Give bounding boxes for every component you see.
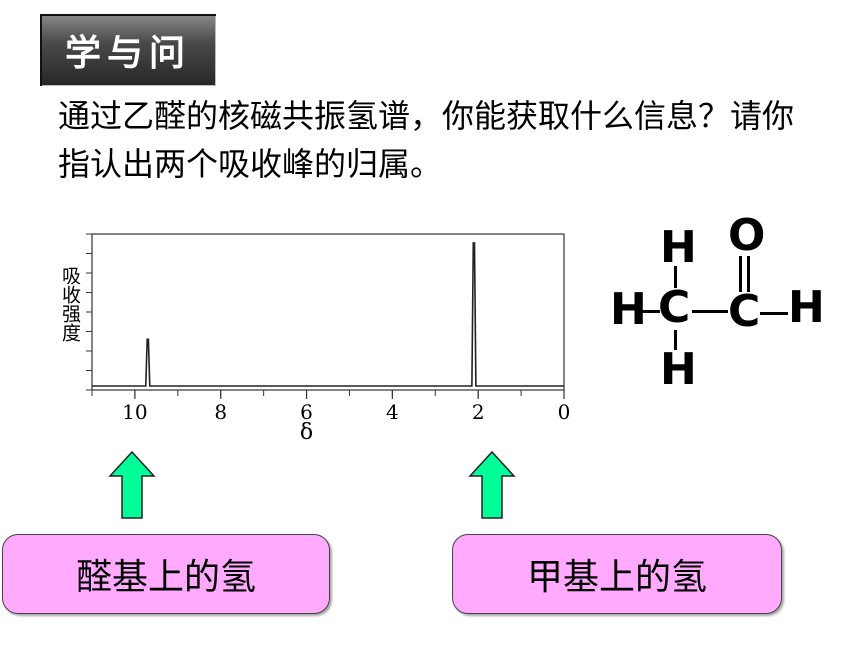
bond-c2-o-b <box>747 256 750 292</box>
atom-h-left: H <box>610 284 647 335</box>
bond-c1-h-left <box>640 310 660 313</box>
atom-h-top: H <box>660 222 697 273</box>
x-tick-label: 10 <box>122 400 147 424</box>
x-tick-label: 8 <box>214 400 227 424</box>
label-aldehyde-hydrogen: 醛基上的氢 <box>2 534 330 614</box>
spectrum-line <box>92 242 564 387</box>
nmr-spectrum-chart: 10 8 6 4 2 0 δ <box>86 233 571 445</box>
up-arrow-right-icon <box>468 450 516 519</box>
bond-c1-c2 <box>692 310 728 313</box>
badge-text: 学与问 <box>64 33 191 74</box>
question-text: 通过乙醛的核磁共振氢谱，你能获取什么信息？请你指认出两个吸收峰的归属。 <box>58 97 795 183</box>
bond-c2-h-right <box>760 312 788 315</box>
atom-h-bottom: H <box>660 344 697 395</box>
x-axis-label: δ <box>300 420 313 445</box>
plot-frame <box>91 233 565 391</box>
y-axis-label: 吸收强度 <box>59 266 81 342</box>
label-methyl-hydrogen: 甲基上的氢 <box>452 534 782 614</box>
atom-c1: C <box>658 282 691 333</box>
x-tick-label: 0 <box>558 400 571 424</box>
bond-c2-o-a <box>739 256 742 292</box>
section-badge: 学与问 <box>40 14 216 86</box>
acetaldehyde-structure: H O H C C H H <box>600 208 840 398</box>
bond-c1-h-bottom <box>674 330 677 350</box>
x-tick-label: 2 <box>472 400 485 424</box>
atom-h-right: H <box>788 282 825 333</box>
x-tick-label: 6 <box>300 400 313 424</box>
atom-o: O <box>728 210 766 261</box>
atom-c2: C <box>728 286 761 337</box>
up-arrow-left-icon <box>108 450 156 519</box>
bond-c1-h-top <box>674 266 677 288</box>
x-tick-label: 4 <box>386 400 399 424</box>
